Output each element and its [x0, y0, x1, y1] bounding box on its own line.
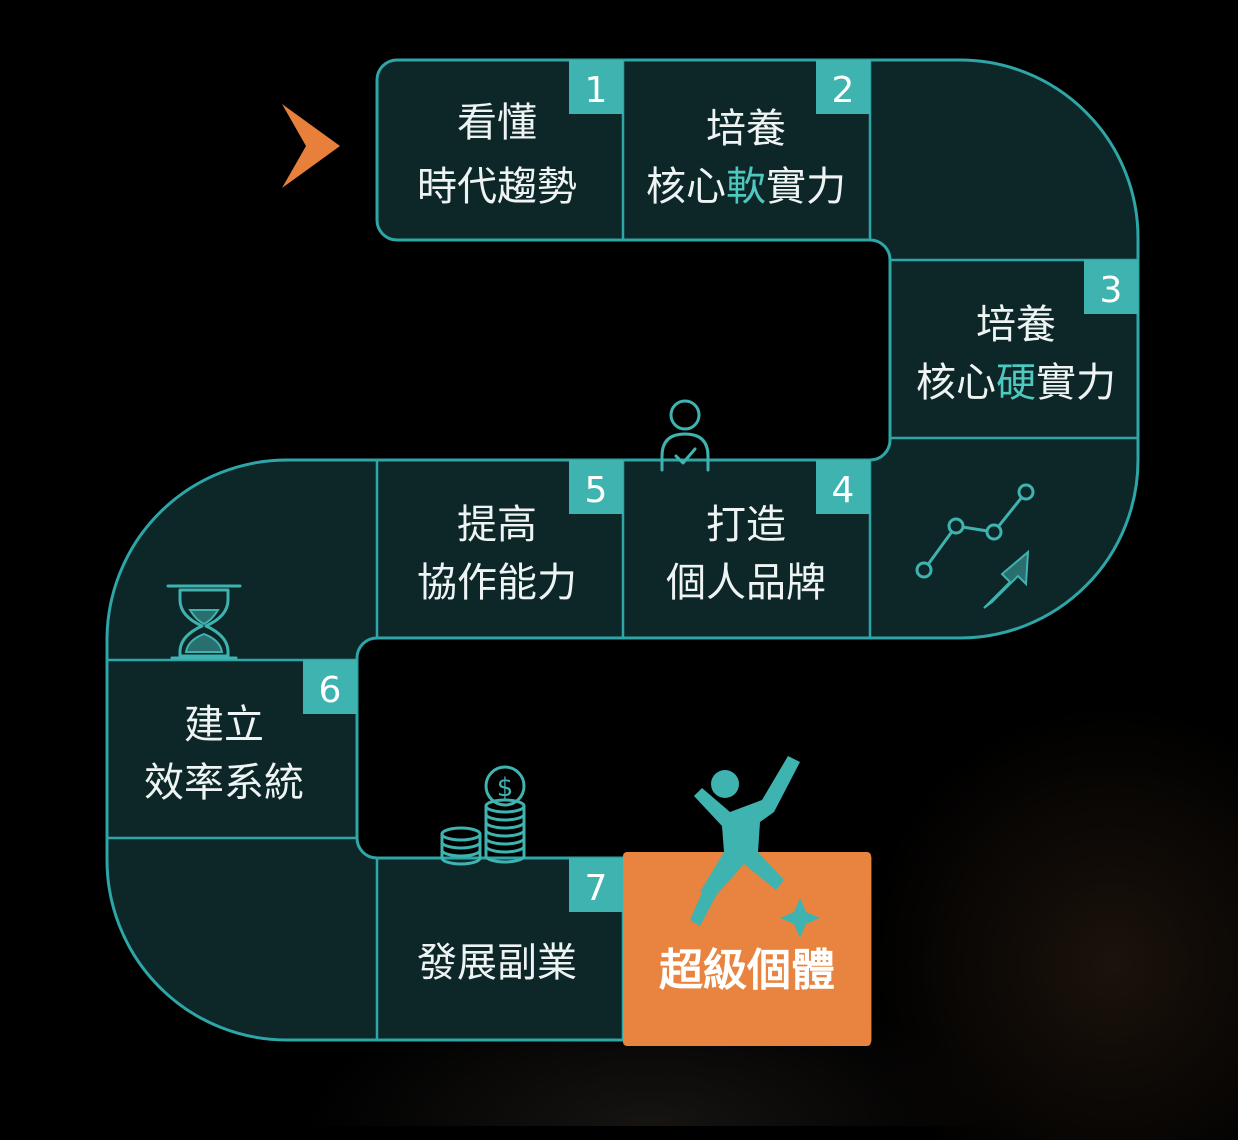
- badge-number: 7: [585, 868, 608, 909]
- step-5: 提高 協作能力: [417, 502, 577, 606]
- badge-number: 1: [585, 70, 608, 111]
- step-2-highlight: 軟: [726, 164, 766, 210]
- step-1-line2: 時代趨勢: [417, 164, 577, 210]
- step-3-line1: 培養: [976, 302, 1056, 348]
- badge-step-1: 1: [569, 60, 623, 114]
- step-4: 打造 個人品牌: [666, 502, 826, 606]
- step-2-line2: 核心軟實力: [646, 164, 846, 210]
- badge-number: 6: [319, 670, 342, 711]
- step-5-line2: 協作能力: [417, 560, 577, 606]
- badge-number: 4: [832, 470, 855, 511]
- arrow-right-icon: [282, 104, 340, 188]
- step-1: 看懂 時代趨勢: [417, 100, 577, 210]
- badge-step-7: 7: [569, 858, 623, 912]
- step-1-line1: 看懂: [457, 100, 537, 146]
- step-7-line1: 發展副業: [417, 940, 577, 986]
- badge-step-6: 6: [303, 660, 357, 714]
- final-goal-label: 超級個體: [659, 945, 835, 996]
- badge-step-2: 2: [816, 60, 870, 114]
- step-6-line2: 效率系統: [144, 760, 304, 806]
- trend-up-icon: [915, 483, 1035, 609]
- step-5-line1: 提高: [457, 502, 537, 548]
- step-4-line2: 個人品牌: [666, 560, 826, 606]
- step-7: 發展副業: [417, 940, 577, 986]
- badge-number: 5: [585, 470, 608, 511]
- step-3-line2: 核心硬實力: [916, 360, 1116, 406]
- badge-step-4: 4: [816, 460, 870, 514]
- badge-step-5: 5: [569, 460, 623, 514]
- step-3: 培養 核心硬實力: [916, 302, 1116, 406]
- badge-number: 3: [1100, 270, 1123, 311]
- badge-step-3: 3: [1084, 260, 1138, 314]
- step-3-highlight: 硬: [996, 360, 1036, 406]
- dollar-sign: $: [497, 773, 514, 803]
- step-4-line1: 打造: [706, 502, 786, 548]
- step-2: 培養 核心軟實力: [646, 106, 846, 210]
- badge-number: 2: [832, 70, 855, 111]
- step-6: 建立 效率系統: [144, 702, 304, 806]
- coin-stack-icon: $: [440, 765, 526, 866]
- hourglass-icon: [166, 584, 242, 660]
- jumping-person-icon: [690, 756, 820, 938]
- person-check-icon: [660, 399, 710, 472]
- step-6-line1: 建立: [184, 702, 264, 748]
- step-2-line1: 培養: [706, 106, 786, 152]
- final-goal: 超級個體: [623, 852, 871, 1046]
